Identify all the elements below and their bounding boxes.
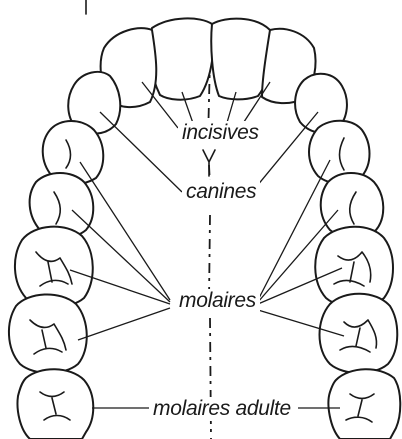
label-canines: canines	[182, 180, 260, 204]
incisives-to-canines-fork	[203, 150, 215, 176]
leader-molaires-left-4	[78, 308, 170, 340]
label-incisives: incisives	[178, 121, 263, 145]
midline	[208, 60, 211, 439]
tooth-molar2-left	[9, 294, 87, 373]
label-molaires-adulte: molaires adulte	[149, 397, 295, 421]
tooth-adult-molar-right	[328, 369, 400, 439]
tooth-central-incisor-left	[149, 18, 213, 99]
label-molaires: molaires	[175, 289, 260, 313]
leader-canines-left	[100, 112, 182, 192]
tooth-adult-molar-left	[18, 369, 94, 439]
